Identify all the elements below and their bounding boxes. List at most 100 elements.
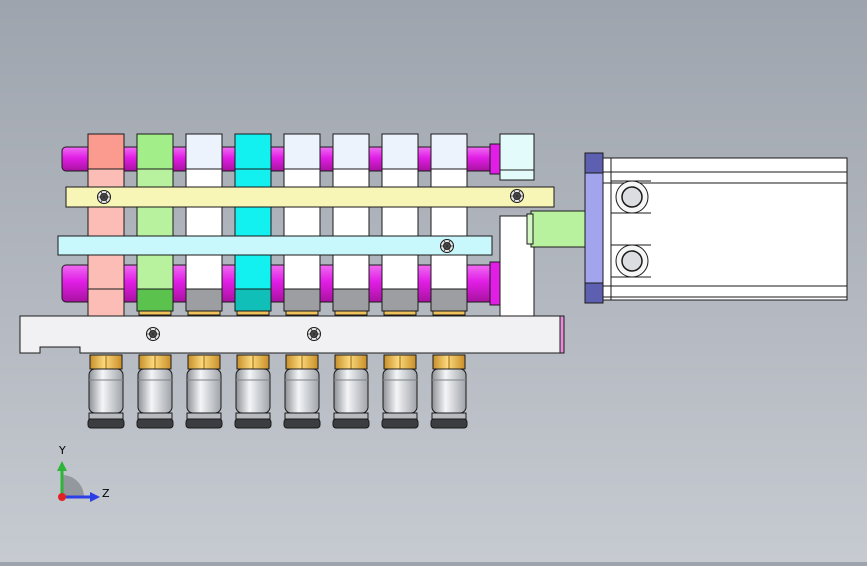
- screw-group: [97, 189, 524, 341]
- push-fitting: [136, 354, 174, 429]
- valve-block-body: [381, 206, 419, 238]
- push-fitting: [283, 354, 321, 429]
- y-axis-label: Y: [58, 444, 66, 457]
- cylinder-cap-bottom: [584, 282, 604, 304]
- valve-block-body: [332, 206, 370, 238]
- push-fitting: [332, 354, 370, 429]
- valve-block-lower: [430, 254, 468, 290]
- x-axis-point: [58, 493, 66, 501]
- valve-block-foot: [136, 288, 174, 312]
- mounting-hole-2: [621, 250, 643, 272]
- screw-knurl: [100, 191, 105, 198]
- screw-knurl: [513, 195, 518, 202]
- valve-block: [332, 133, 370, 316]
- fitting-release-ring: [332, 418, 370, 429]
- cylinder-connector: [530, 210, 588, 248]
- fitting-release-ring: [381, 418, 419, 429]
- base-plate: [19, 315, 563, 354]
- valve-block-lower: [234, 254, 272, 290]
- fitting-body: [186, 368, 222, 414]
- screw-knurl: [100, 196, 105, 203]
- valve-block-seal: [138, 310, 172, 316]
- screw-knurl: [446, 240, 451, 247]
- valve-block-body: [234, 206, 272, 238]
- screw-knurl: [516, 195, 521, 202]
- screw-knurl: [310, 333, 315, 340]
- valve-block: [185, 133, 223, 316]
- push-fitting: [381, 354, 419, 429]
- cylinder-end-cap: [584, 152, 604, 304]
- valve-block-foot: [283, 288, 321, 312]
- valve-block-top: [381, 133, 419, 170]
- valve-block-top: [87, 133, 125, 170]
- fitting-body: [235, 368, 271, 414]
- triad-arc: [62, 475, 84, 497]
- cylinder-cap-top: [584, 152, 604, 174]
- fitting-array: [87, 354, 468, 429]
- valve-block-mid: [87, 168, 125, 188]
- screw-knurl: [149, 333, 154, 340]
- fitting-body: [88, 368, 124, 414]
- valve-block-top: [430, 133, 468, 170]
- fitting-collet: [333, 412, 369, 420]
- fitting-body: [382, 368, 418, 414]
- valve-block-foot: [430, 288, 468, 312]
- valve-block-mid: [136, 168, 174, 188]
- valve-block-foot: [185, 288, 223, 312]
- fitting-body: [137, 368, 173, 414]
- valve-block: [381, 133, 419, 316]
- screw-knurl: [310, 328, 315, 335]
- valve-block-foot: [332, 288, 370, 312]
- fitting-release-ring: [136, 418, 174, 429]
- valve-block-foot: [234, 288, 272, 312]
- screw-knurl: [152, 328, 157, 335]
- end-block-mid: [499, 169, 535, 181]
- end-block-top: [499, 133, 535, 171]
- valve-block-seal: [432, 310, 466, 316]
- valve-block-seal: [334, 310, 368, 316]
- air-cylinder: [584, 152, 848, 304]
- screw-knurl: [516, 190, 521, 197]
- valve-block: [430, 133, 468, 316]
- valve-block-body: [136, 206, 174, 238]
- fitting-collet: [235, 412, 271, 420]
- connector-flange: [526, 213, 534, 245]
- fitting-body: [333, 368, 369, 414]
- fitting-collet: [186, 412, 222, 420]
- fitting-release-ring: [283, 418, 321, 429]
- push-fitting: [430, 354, 468, 429]
- valve-block-mid: [381, 168, 419, 188]
- screw-knurl: [513, 190, 518, 197]
- valve-block-top: [185, 133, 223, 170]
- push-fitting: [185, 354, 223, 429]
- y-axis-arrow: [57, 461, 67, 471]
- mounting-hole-1: [621, 186, 643, 208]
- valve-block-lower: [332, 254, 370, 290]
- valve-block-top: [283, 133, 321, 170]
- base-plate-edge: [559, 315, 565, 354]
- screw-knurl: [446, 245, 451, 252]
- valve-block: [87, 133, 125, 324]
- plates-group: [19, 186, 588, 354]
- valve-block: [234, 133, 272, 316]
- valve-block-lower: [185, 254, 223, 290]
- screw-knurl: [103, 191, 108, 198]
- fitting-collet: [88, 412, 124, 420]
- z-axis-arrow: [90, 492, 100, 502]
- screw-knurl: [443, 240, 448, 247]
- screw-knurl: [313, 333, 318, 340]
- middle-guide-plate: [57, 235, 493, 256]
- valve-block-top: [332, 133, 370, 170]
- fitting-body: [284, 368, 320, 414]
- valve-block: [136, 133, 174, 316]
- valve-block-lower: [136, 254, 174, 290]
- top-pressure-plate: [65, 186, 555, 208]
- valve-block-seal: [187, 310, 221, 316]
- cylinder-body: [600, 157, 848, 301]
- valve-block-lower: [381, 254, 419, 290]
- fitting-body: [431, 368, 467, 414]
- valve-block-lower: [283, 254, 321, 290]
- screw-knurl: [149, 328, 154, 335]
